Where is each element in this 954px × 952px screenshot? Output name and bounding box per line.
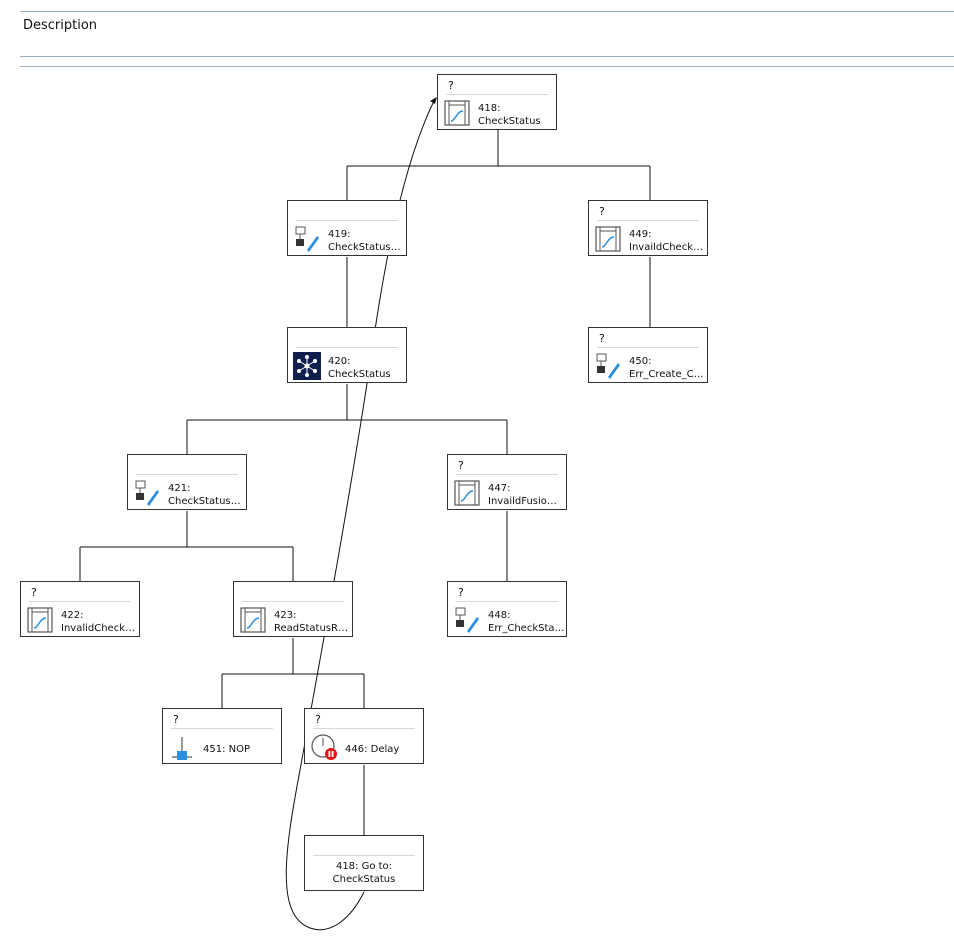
nop-icon: [172, 737, 192, 760]
node-label: 449: InvaildCheck…: [629, 229, 703, 253]
node-421[interactable]: 421: CheckStatus…: [127, 454, 247, 510]
node-question-mark: ?: [458, 586, 464, 599]
node-451[interactable]: ? 451: NOP: [162, 708, 282, 764]
node-separator: [597, 347, 699, 348]
node-separator: [171, 728, 273, 729]
node-label: 450: Err_Create_C…: [629, 356, 704, 380]
loop-icon: [240, 607, 266, 633]
delay-icon: [311, 734, 337, 760]
node-question-mark: ?: [599, 205, 605, 218]
node-label: 420: CheckStatus: [328, 356, 391, 380]
node-447[interactable]: ? 447: InvaildFusio…: [447, 454, 567, 510]
node-423[interactable]: 423: ReadStatusR…: [233, 581, 353, 637]
assign-icon: [135, 480, 159, 506]
node-label: 448: Err_CheckSta…: [488, 610, 565, 634]
node-separator: [313, 855, 415, 856]
hub-icon: [293, 352, 321, 380]
node-question-mark: ?: [31, 586, 37, 599]
top-rule: [20, 11, 954, 12]
loop-icon: [27, 607, 53, 633]
node-label: 423: ReadStatusR…: [274, 610, 348, 634]
node-450[interactable]: ? 450: Err_Create_C…: [588, 327, 708, 383]
description-rule-1: [20, 56, 954, 57]
goto-node-418[interactable]: 418: Go to: CheckStatus: [304, 835, 424, 891]
node-label: 418: Go to: CheckStatus: [332, 861, 396, 885]
node-label: 422: InvalidCheck…: [61, 610, 135, 634]
node-label: 421: CheckStatus…: [168, 483, 241, 507]
node-separator: [242, 601, 344, 602]
node-separator: [313, 728, 415, 729]
assign-icon: [455, 607, 479, 633]
description-rule-2: [20, 66, 954, 67]
loop-icon: [444, 100, 470, 126]
node-separator: [597, 220, 699, 221]
node-separator: [136, 474, 238, 475]
node-label: 451: NOP: [203, 744, 251, 755]
node-question-mark: ?: [458, 459, 464, 472]
node-label: 419: CheckStatus…: [328, 229, 401, 253]
loop-icon: [595, 226, 621, 252]
node-label: 418: CheckStatus: [478, 103, 541, 127]
loop-icon: [454, 480, 480, 506]
node-separator: [29, 601, 131, 602]
node-420[interactable]: 420: CheckStatus: [287, 327, 407, 383]
node-separator: [296, 220, 398, 221]
node-446[interactable]: ? 446: Delay: [304, 708, 424, 764]
node-separator: [296, 347, 398, 348]
node-separator: [446, 94, 548, 95]
node-separator: [456, 474, 558, 475]
node-question-mark: ?: [448, 79, 454, 92]
node-419[interactable]: 419: CheckStatus…: [287, 200, 407, 256]
assign-icon: [596, 353, 620, 379]
node-448[interactable]: ? 448: Err_CheckSta…: [447, 581, 567, 637]
node-418[interactable]: ? 418: CheckStatus: [437, 74, 557, 130]
node-question-mark: ?: [173, 713, 179, 726]
node-449[interactable]: ? 449: InvaildCheck…: [588, 200, 708, 256]
node-question-mark: ?: [315, 713, 321, 726]
node-separator: [456, 601, 558, 602]
node-label: 447: InvaildFusio…: [488, 483, 557, 507]
assign-icon: [295, 226, 319, 252]
node-question-mark: ?: [599, 332, 605, 345]
description-header: Description: [23, 18, 98, 33]
node-422[interactable]: ? 422: InvalidCheck…: [20, 581, 140, 637]
node-label: 446: Delay: [345, 744, 400, 755]
